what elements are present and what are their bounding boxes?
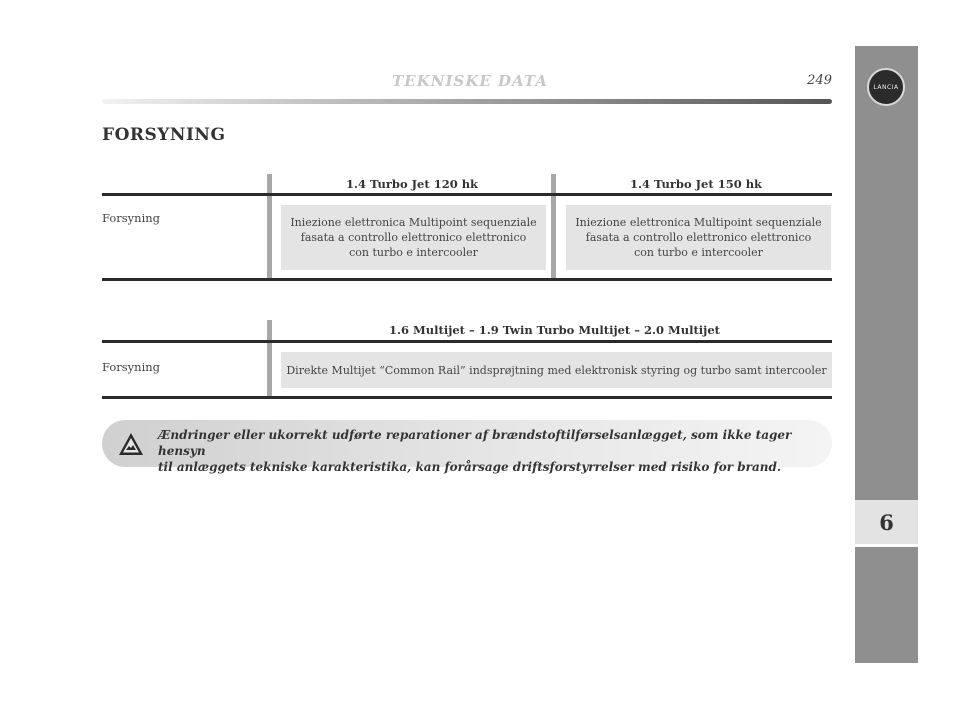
cell-line: fasata a controllo elettronico elettroni…	[300, 231, 527, 244]
column-divider	[267, 174, 272, 279]
cell-line: con turbo e intercooler	[349, 246, 478, 259]
table-rule	[102, 396, 832, 399]
table-cell: Direkte Multijet “Common Rail” indsprøjt…	[281, 352, 832, 388]
row-label: Forsyning	[102, 360, 161, 374]
logo-text: LANCIA	[873, 83, 899, 91]
cell-line: Iniezione elettronica Multipoint sequenz…	[290, 216, 537, 229]
chapter-side-tab: LANCIA 6	[855, 46, 918, 663]
table-cell: Iniezione elettronica Multipoint sequenz…	[566, 205, 831, 270]
column-divider	[267, 320, 272, 398]
page-number: 249	[807, 73, 832, 88]
column-header-150hk: 1.4 Turbo Jet 150 hk	[629, 177, 763, 191]
chapter-separator	[855, 544, 918, 547]
cell-line: con turbo e intercooler	[634, 246, 763, 259]
table-rule	[102, 278, 832, 281]
cell-line: Iniezione elettronica Multipoint sequenz…	[575, 216, 822, 229]
lancia-logo-icon: LANCIA	[867, 68, 905, 106]
warning-box: Ændringer eller ukorrekt udførte reparat…	[102, 420, 832, 474]
column-header-120hk: 1.4 Turbo Jet 120 hk	[345, 177, 479, 191]
cell-line: fasata a controllo elettronico elettroni…	[585, 231, 812, 244]
warning-line: Ændringer eller ukorrekt udførte reparat…	[158, 428, 792, 458]
table-cell: Iniezione elettronica Multipoint sequenz…	[281, 205, 546, 270]
header-rule	[102, 99, 832, 104]
column-header-multijet: 1.6 Multijet – 1.9 Twin Turbo Multijet –…	[389, 323, 720, 337]
column-divider	[551, 174, 556, 279]
table-rule	[102, 340, 832, 343]
warning-text: Ændringer eller ukorrekt udførte reparat…	[158, 427, 823, 475]
row-label: Forsyning	[102, 211, 161, 225]
warning-line: til anlæggets tekniske karakteristika, k…	[158, 460, 782, 474]
cell-line: Direkte Multijet “Common Rail” indsprøjt…	[286, 363, 827, 377]
warning-triangle-icon	[119, 433, 143, 455]
table-rule	[102, 193, 832, 196]
chapter-number: 6	[855, 500, 918, 544]
section-title: FORSYNING	[102, 125, 226, 145]
running-header-title: TEKNISKE DATA	[392, 72, 548, 90]
